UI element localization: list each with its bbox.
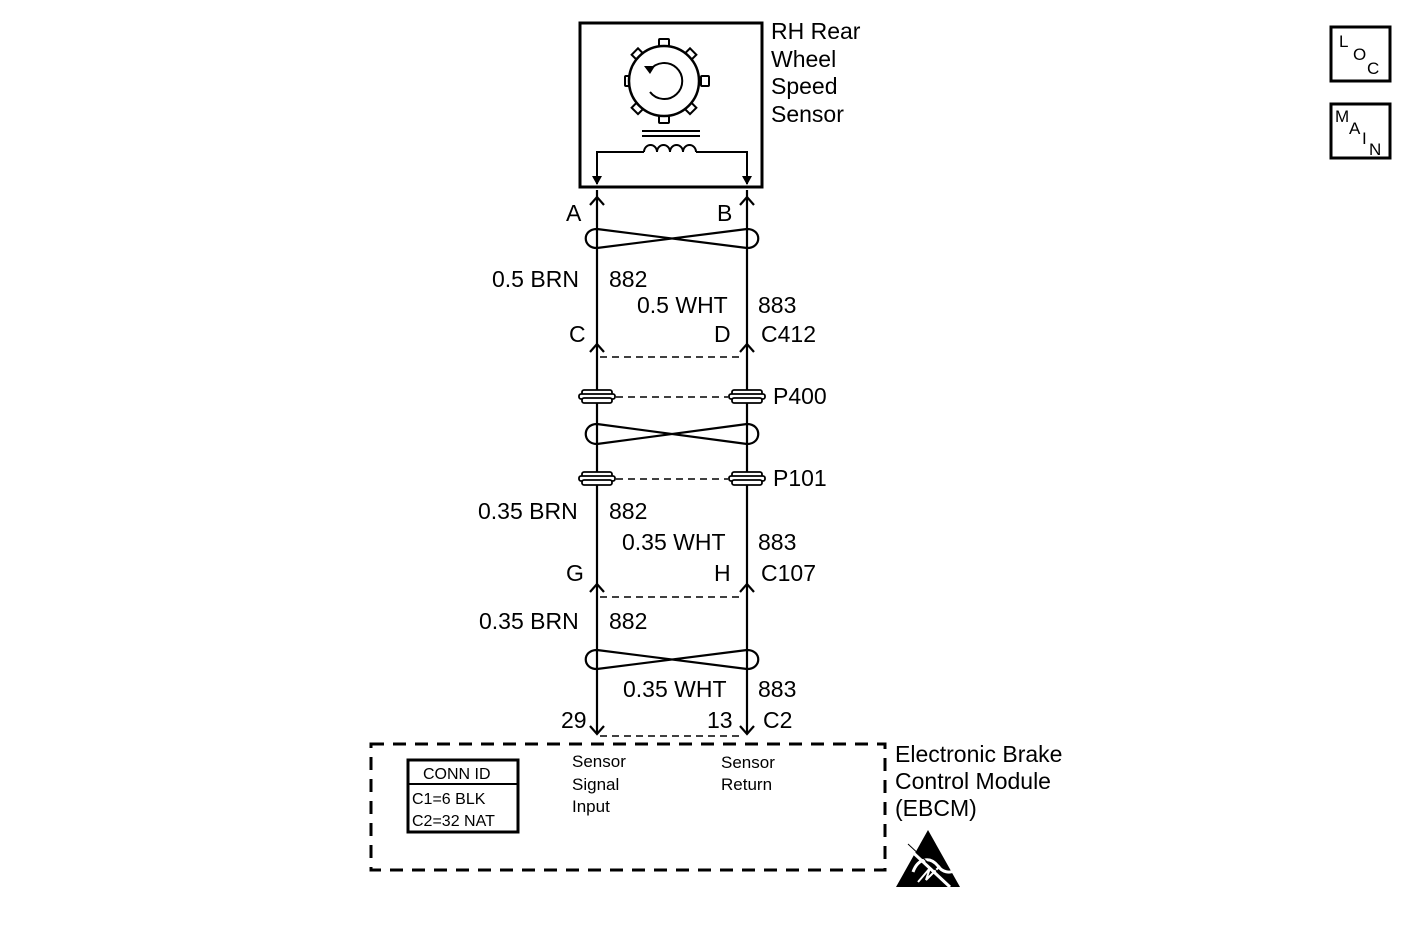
main-letter-m: M <box>1335 107 1349 126</box>
sensor-name-line-1: RH Rear <box>771 18 861 44</box>
c2-id: C2 <box>763 707 792 733</box>
c107-pin-g: G <box>566 560 584 586</box>
wire-label-883-circuit-3: 883 <box>758 676 796 702</box>
wheel-speed-sensor: RH Rear Wheel Speed Sensor <box>578 18 861 189</box>
splice-p400: P400 <box>578 383 827 409</box>
wire-label-883-gauge-2: 0.35 WHT <box>622 529 726 555</box>
c2-pin-13: 13 <box>707 707 733 733</box>
sensor-pin-a: A <box>566 200 582 226</box>
ebcm-name-line-1: Electronic Brake <box>895 741 1062 767</box>
conn-id-row-1: C1=6 BLK <box>412 791 486 808</box>
sensor-signal-input-line-2: Signal <box>572 775 619 794</box>
splice-pack-icon <box>578 389 766 404</box>
splice-p101-label: P101 <box>773 465 827 491</box>
ebcm-module: Electronic Brake Control Module (EBCM) S… <box>369 741 1062 889</box>
sensor-name-line-3: Speed <box>771 73 838 99</box>
sensor-signal-input-line-1: Sensor <box>572 752 626 771</box>
ebcm-name-line-2: Control Module <box>895 768 1051 794</box>
main-letter-i: I <box>1362 129 1367 148</box>
wire-label-882-circuit-3: 882 <box>609 608 647 634</box>
loc-button[interactable]: L O C <box>1329 25 1392 83</box>
wire-label-882-circuit-2: 882 <box>609 498 647 524</box>
loc-letter-l: L <box>1339 32 1348 51</box>
c412-pin-d: D <box>714 321 731 347</box>
wire-label-883-gauge-3: 0.35 WHT <box>623 676 727 702</box>
wire-label-882-gauge-2: 0.35 BRN <box>478 498 578 524</box>
conn-id-row-2: C2=32 NAT <box>412 813 495 830</box>
connector-c2: 29 13 C2 <box>561 707 792 737</box>
wire-label-883-gauge-1: 0.5 WHT <box>637 292 728 318</box>
conn-id-header: CONN ID <box>423 766 491 783</box>
splice-pack-icon <box>578 471 766 486</box>
c107-pin-h: H <box>714 560 731 586</box>
pickup-coil-icon <box>592 130 752 185</box>
wire-label-882-gauge-3: 0.35 BRN <box>479 608 579 634</box>
sensor-signal-input-line-3: Input <box>572 797 610 816</box>
sensor-pin-b: B <box>717 200 732 226</box>
splice-p400-label: P400 <box>773 383 827 409</box>
c2-pin-29: 29 <box>561 707 587 733</box>
conn-id-table: CONN ID C1=6 BLK C2=32 NAT <box>406 758 520 834</box>
c107-id: C107 <box>761 560 816 586</box>
twisted-pair-icon <box>584 648 760 671</box>
connector-c107: G H C107 <box>566 560 816 598</box>
ebcm-name-line-3: (EBCM) <box>895 795 977 821</box>
main-letter-a: A <box>1349 119 1361 138</box>
main-letter-n: N <box>1369 140 1381 159</box>
sensor-connector: A B <box>566 195 755 226</box>
wire-label-882-gauge-1: 0.5 BRN <box>492 266 579 292</box>
c412-pin-c: C <box>569 321 586 347</box>
wire-label-883-circuit-2: 883 <box>758 529 796 555</box>
connector-c412: C D C412 <box>569 321 816 358</box>
sensor-return-line-2: Return <box>721 775 772 794</box>
twisted-pair-icon <box>584 422 760 446</box>
sensor-name-line-4: Sensor <box>771 101 844 127</box>
tone-ring-icon <box>624 38 710 124</box>
twisted-pair-icon <box>584 227 760 250</box>
sensor-return-line-1: Sensor <box>721 753 775 772</box>
sensor-name-line-2: Wheel <box>771 46 836 72</box>
c412-id: C412 <box>761 321 816 347</box>
splice-p101: P101 <box>578 465 827 491</box>
wire-label-883-circuit-1: 883 <box>758 292 796 318</box>
esd-warning-icon <box>896 830 960 889</box>
loc-letter-c: C <box>1367 59 1379 78</box>
main-button[interactable]: M A I N <box>1329 102 1392 160</box>
loc-letter-o: O <box>1353 45 1366 64</box>
wire-label-882-circuit-1: 882 <box>609 266 647 292</box>
